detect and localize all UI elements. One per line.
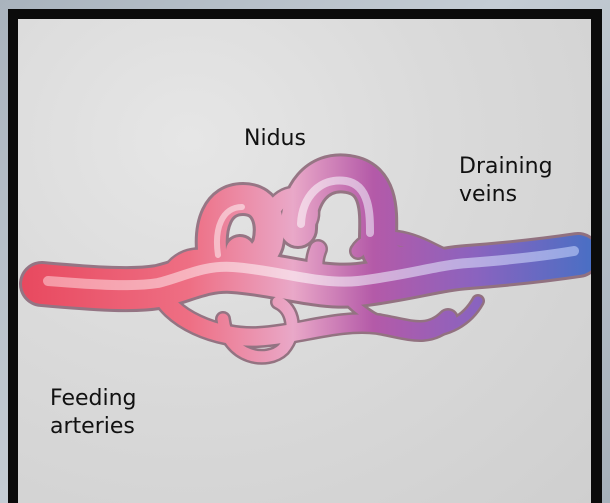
label-feeding-arteries: Feeding arteries: [50, 385, 137, 441]
label-nidus: Nidus: [244, 125, 306, 153]
label-feeding-arteries-line1: Feeding: [50, 385, 137, 413]
label-nidus-text: Nidus: [244, 126, 306, 151]
label-draining-veins-line1: Draining: [459, 153, 553, 181]
label-draining-veins: Draining veins: [459, 153, 553, 209]
label-draining-veins-line2: veins: [459, 181, 553, 209]
diagram-canvas: Nidus Draining veins Feeding arteries: [18, 19, 591, 503]
label-feeding-arteries-line2: arteries: [50, 413, 137, 441]
